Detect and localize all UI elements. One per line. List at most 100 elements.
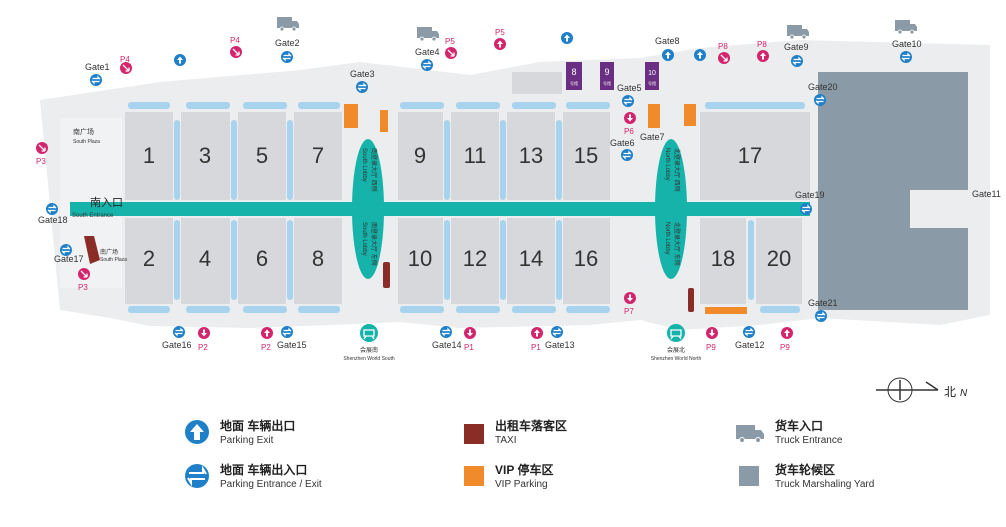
- p3-label-a: P3: [36, 157, 46, 166]
- gate14-icon: [439, 325, 453, 339]
- small-halls: [566, 62, 659, 90]
- p1-icon: [531, 327, 543, 339]
- gate19-label: Gate19: [795, 190, 825, 200]
- small-hall-tag-8: 号馆: [570, 80, 578, 86]
- hall-6-label: 6: [256, 246, 268, 271]
- gate17-label: Gate17: [54, 254, 84, 264]
- yard-legend-swatch: [739, 466, 759, 486]
- gate20-label: Gate20: [808, 82, 838, 92]
- metro-south-en: Shenzhen World South: [343, 356, 395, 362]
- legend-yard-en: Truck Marshaling Yard: [775, 479, 874, 490]
- legend-parking-ee-en: Parking Entrance / Exit: [220, 479, 322, 490]
- legend-vip-zh: VIP 停车区: [495, 462, 553, 477]
- p3-label-b: P3: [78, 283, 88, 292]
- gate21-label: Gate21: [808, 298, 838, 308]
- north-lobby-west-en: North Lobby: [664, 148, 670, 181]
- legend-truck-zh: 货车入口: [775, 418, 823, 433]
- gate4-label: Gate4: [415, 47, 440, 57]
- gate21-icon: [814, 309, 828, 323]
- hall-canopies: [128, 102, 805, 313]
- gate6-icon: [620, 148, 634, 162]
- north-lobby-east-zh: 北登录大厅 东侧: [673, 222, 681, 266]
- gate5-label: Gate5: [617, 83, 642, 93]
- hall-13-label: 13: [519, 143, 543, 168]
- gate10-icon: [899, 50, 913, 64]
- hall-18-label: 18: [711, 246, 735, 271]
- p1-label-a: P1: [464, 343, 474, 352]
- south-entrance-zh: 南入口: [90, 196, 123, 209]
- p2-icon: [198, 327, 210, 339]
- p9-icon: [706, 327, 718, 339]
- gate19-icon: [799, 202, 813, 216]
- south-lobby-west-en: South Lobby: [361, 148, 367, 182]
- legend-truck-en: Truck Entrance: [775, 435, 843, 446]
- p1-icon: [464, 327, 476, 339]
- p5-label-a: P5: [445, 37, 455, 46]
- metro-north-en: Shenzhen World North: [651, 356, 702, 362]
- gate8-label: Gate8: [655, 36, 680, 46]
- gate2-label: Gate2: [275, 38, 300, 48]
- p2-label-b: P2: [261, 343, 271, 352]
- p8-label-b: P8: [757, 40, 767, 49]
- gate9-icon: [790, 54, 804, 68]
- gate20-icon: [813, 93, 827, 107]
- p6-label: P6: [624, 127, 634, 136]
- south-lobby-west-zh: 南登录大厅 西侧: [370, 148, 378, 192]
- hall-4-label: 4: [199, 246, 211, 271]
- exhibition-halls: [125, 72, 810, 304]
- p5-label-b: P5: [495, 28, 505, 37]
- p6-icon: [624, 112, 636, 124]
- hall-5-label: 5: [256, 143, 268, 168]
- south-plaza-top-zh: 南广场: [73, 127, 94, 136]
- north-lobby-east-en: North Lobby: [664, 222, 670, 255]
- p5-icon: [494, 38, 506, 50]
- gate6-label: Gate6: [610, 138, 635, 148]
- south-lobby-east-en: South Lobby: [361, 222, 367, 256]
- gate15-label: Gate15: [277, 340, 307, 350]
- p7-label: P7: [624, 307, 634, 316]
- legend: 地面 车辆出口 Parking Exit 地面 车辆出入口 Parking En…: [185, 418, 874, 490]
- gate11-label: Gate11: [972, 189, 1001, 199]
- gate12-icon: [742, 325, 756, 339]
- p9-icon: [781, 327, 793, 339]
- north-lobby-west-zh: 北登录大厅 西侧: [673, 148, 681, 192]
- south-entrance-en: South Entrance: [72, 213, 114, 219]
- truck-icon-gate4: [416, 26, 440, 42]
- gate10-label: Gate10: [892, 39, 922, 49]
- hall-7-label: 7: [312, 143, 324, 168]
- p9-label-b: P9: [780, 343, 790, 352]
- north-label-zh: 北: [944, 385, 956, 399]
- gate1-icon: [89, 73, 103, 87]
- parking-exit-icon: [561, 32, 573, 44]
- hall-15-label: 15: [574, 143, 598, 168]
- p8-icon: [717, 51, 731, 65]
- gate3-icon: [355, 80, 369, 94]
- hall-14-label: 14: [519, 246, 543, 271]
- legend-yard-zh: 货车轮候区: [775, 462, 835, 477]
- south-plaza-top-en: South Plaza: [73, 139, 100, 145]
- truck-marshaling-yard: [818, 72, 968, 310]
- hall-3-label: 3: [199, 143, 211, 168]
- p8-icon: [757, 50, 769, 62]
- metro-north-icon: [666, 323, 686, 343]
- legend-parking-exit-en: Parking Exit: [220, 435, 274, 446]
- hall-2-label: 2: [143, 246, 155, 271]
- hall-9-small-label: 9: [604, 67, 609, 77]
- south-plaza-bottom-en: South Plaza: [100, 257, 127, 263]
- south-plaza-bottom-zh: 南广场: [100, 248, 118, 256]
- p7-icon: [624, 292, 636, 304]
- hall-10-label: 10: [408, 246, 432, 271]
- gate5-icon: [621, 94, 635, 108]
- gate7-label: Gate7: [640, 132, 665, 142]
- legend-parking-ee-zh: 地面 车辆出入口: [220, 462, 307, 477]
- taxi-legend-swatch: [464, 424, 484, 444]
- gate13-icon: [550, 325, 564, 339]
- small-hall-tag-10: 号馆: [648, 80, 656, 86]
- vip-parking-areas: [344, 104, 747, 314]
- gate13-label: Gate13: [545, 340, 575, 350]
- parking-exit-icon: [694, 49, 706, 61]
- legend-parking-exit-zh: 地面 车辆出口: [220, 418, 295, 433]
- p2-icon: [261, 327, 273, 339]
- gate15-icon: [280, 325, 294, 339]
